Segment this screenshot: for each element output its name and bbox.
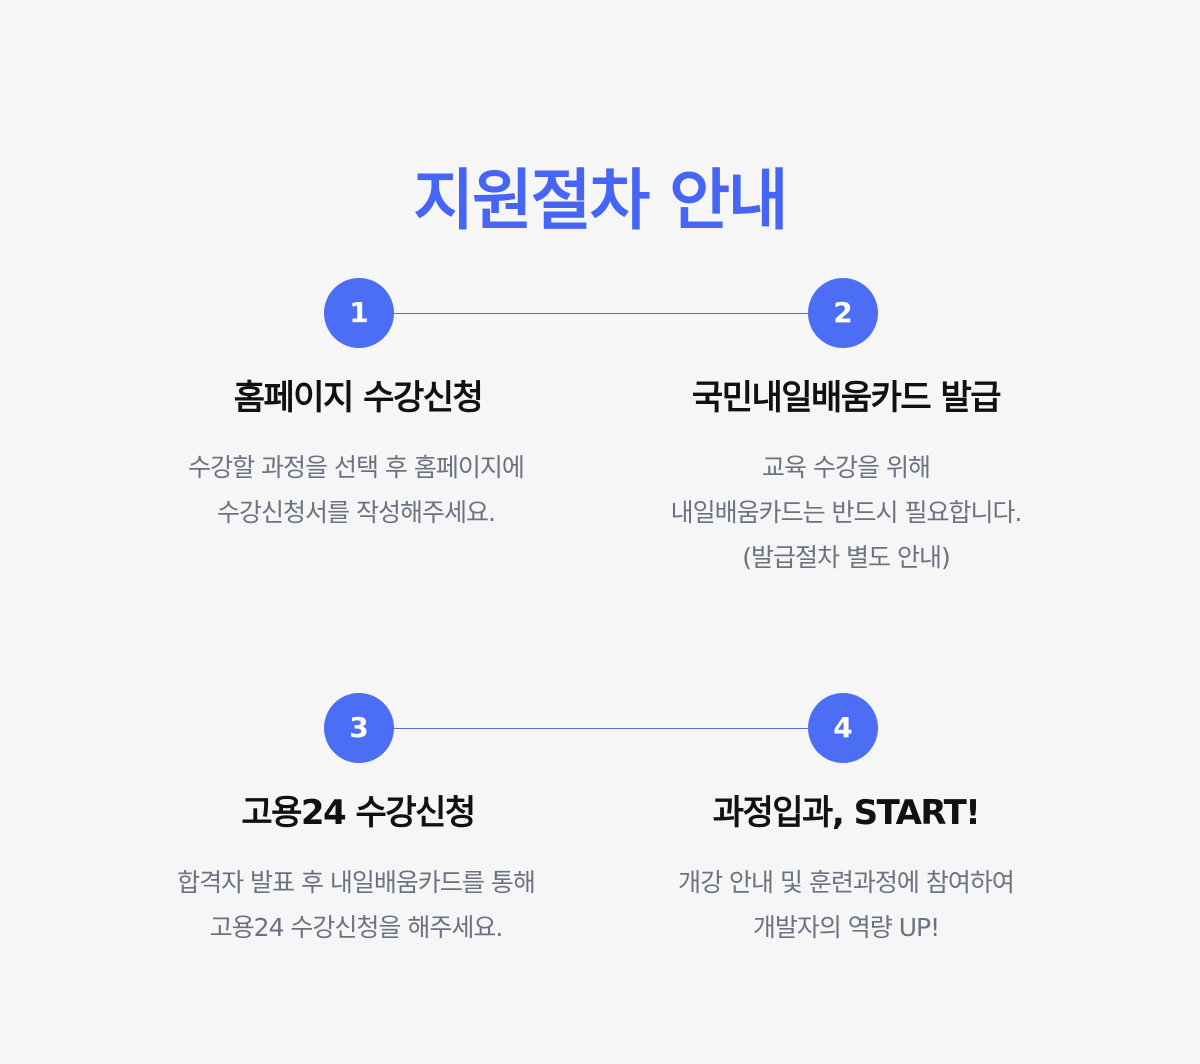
- step-3-description-line: 합격자 발표 후 내일배움카드를 통해: [177, 868, 536, 897]
- step-connector-1-2: [393, 313, 809, 314]
- step-1-title: 홈페이지 수강신청: [233, 378, 484, 418]
- step-connector-3-4: [393, 728, 809, 729]
- step-3-description-line: 고용24 수강신청을 해주세요.: [209, 913, 504, 942]
- page-title: 지원절차 안내: [413, 162, 788, 240]
- step-1-description: 수강할 과정을 선택 후 홈페이지에 수강신청서를 작성해주세요.: [106, 445, 606, 535]
- step-4-description-line: 개강 안내 및 훈련과정에 참여하여: [678, 868, 1015, 897]
- step-2-description: 교육 수강을 위해 내일배움카드는 반드시 필요합니다. (발급절차 별도 안내…: [596, 445, 1096, 580]
- step-4-title: 과정입과, START!: [712, 793, 981, 833]
- step-1-number: 1: [324, 278, 394, 348]
- step-2-number: 2: [808, 278, 878, 348]
- step-4-number: 4: [808, 693, 878, 763]
- step-1-description-line: 수강신청서를 작성해주세요.: [217, 498, 496, 527]
- step-2-title: 국민내일배움카드 발급: [691, 378, 1002, 418]
- step-4-description: 개강 안내 및 훈련과정에 참여하여 개발자의 역량 UP!: [596, 860, 1096, 950]
- step-3-number: 3: [324, 693, 394, 763]
- step-3-title: 고용24 수강신청: [241, 793, 476, 833]
- step-2-description-line: 내일배움카드는 반드시 필요합니다.: [670, 498, 1023, 527]
- step-3-description: 합격자 발표 후 내일배움카드를 통해 고용24 수강신청을 해주세요.: [106, 860, 606, 950]
- step-2-description-line: 교육 수강을 위해: [762, 453, 931, 482]
- step-2-description-line: (발급절차 별도 안내): [742, 543, 950, 572]
- step-1-description-line: 수강할 과정을 선택 후 홈페이지에: [188, 453, 525, 482]
- step-4-description-line: 개발자의 역량 UP!: [752, 913, 940, 942]
